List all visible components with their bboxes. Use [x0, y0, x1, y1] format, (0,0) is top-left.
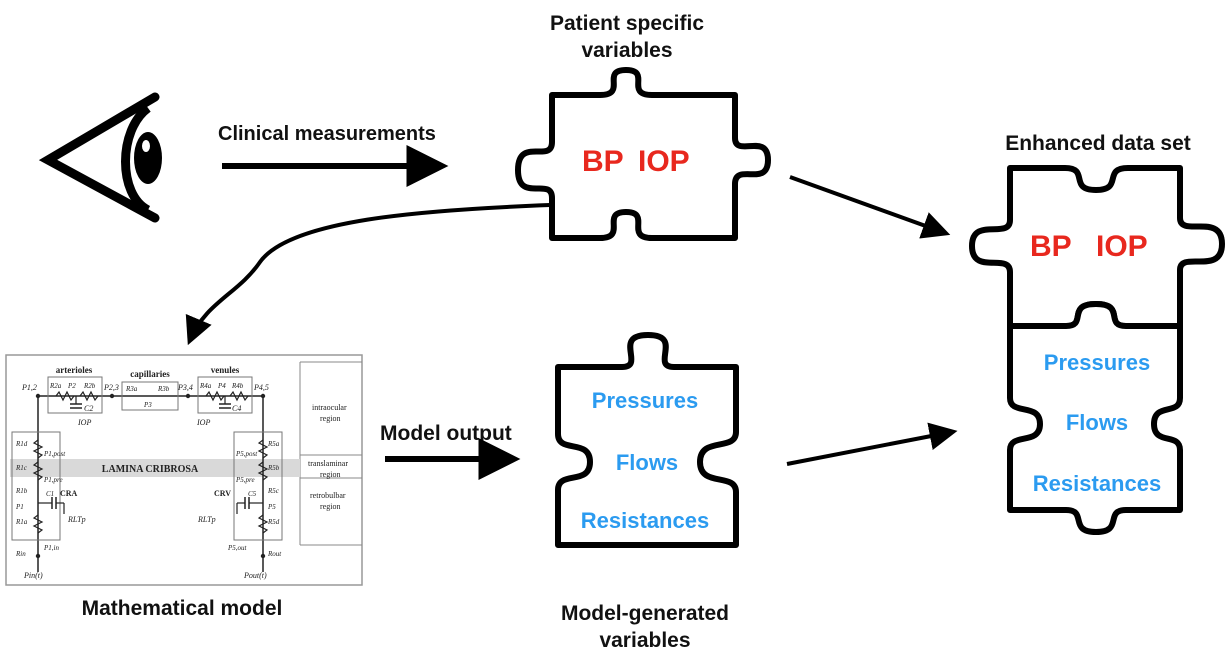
model-resistances-label: Resistances [581, 508, 709, 533]
enhanced-resistances-label: Resistances [1033, 471, 1161, 496]
region-retrobulbar-label: retrobulbar [310, 491, 346, 500]
node-p45-label: P4,5 [253, 383, 269, 392]
enhanced-data-set-title: Enhanced data set [1005, 132, 1191, 155]
p1-label: P1 [15, 503, 24, 511]
to-enhanced-arrow-top [789, 175, 951, 239]
cra-label: CRA [60, 489, 78, 498]
p5post-label: P5,post [235, 450, 258, 458]
p5-label: P5 [267, 503, 276, 511]
r2b-label: R2b [83, 382, 96, 390]
patient-specific-title-line2: variables [581, 39, 672, 62]
model-flows-label: Flows [616, 450, 678, 475]
rltp-right-label: RLTp [197, 515, 216, 524]
enhanced-top-puzzle-piece [969, 165, 1225, 329]
p1in-label: P1,in [43, 544, 59, 552]
r5d-label: R5d [267, 518, 280, 526]
model-pressures-label: Pressures [592, 388, 698, 413]
eye-icon [38, 92, 162, 223]
c4-label: C4 [232, 404, 241, 413]
enhanced-bp-label: BP [1030, 230, 1072, 263]
venules-label: venules [211, 365, 240, 375]
pout-label: Pout(t) [243, 571, 267, 580]
patient-iop-label: IOP [638, 145, 690, 178]
r3a-label: R3a [125, 385, 138, 393]
circuit-diagram: LAMINA CRIBROSA [5, 354, 363, 586]
model-generated-title-line2: variables [599, 629, 690, 652]
region-intraocular-label-2: region [320, 414, 340, 423]
model-puzzle-piece [555, 332, 739, 548]
to-model-curved-arrow [185, 203, 551, 346]
region-translaminar-label: translaminar [308, 459, 348, 468]
clinical-measurements-label: Clinical measurements [218, 123, 436, 145]
p5out-label: P5,out [227, 544, 248, 552]
p3-label: P3 [143, 401, 152, 409]
r1d-label: R1d [15, 440, 28, 448]
model-output-label: Model output [380, 422, 512, 445]
enhanced-pressures-label: Pressures [1044, 350, 1150, 375]
p2-label: P2 [67, 382, 76, 390]
p1post-label: P1,post [43, 450, 66, 458]
rin-label: Rin [15, 550, 26, 558]
to-enhanced-arrow-bottom [786, 422, 958, 466]
circuit-iop-right-label: IOP [196, 418, 210, 427]
enhanced-bottom-puzzle-piece [1007, 301, 1183, 535]
mathematical-model-label: Mathematical model [82, 597, 283, 620]
r3b-label: R3b [157, 385, 170, 393]
lamina-cribrosa-band [10, 459, 300, 477]
lamina-cribrosa-label: LAMINA CRIBROSA [102, 464, 199, 475]
r1b-label: R1b [15, 487, 28, 495]
r2a-label: R2a [49, 382, 62, 390]
p5pre-label: P5,pre [235, 476, 255, 484]
enhanced-flows-label: Flows [1066, 410, 1128, 435]
c1-label: C1 [46, 490, 54, 498]
r1c-label: R1c [15, 464, 28, 472]
node-p23-label: P2,3 [103, 383, 119, 392]
arterioles-label: arterioles [56, 365, 93, 375]
r4b-label: R4b [231, 382, 244, 390]
r4a-label: R4a [199, 382, 212, 390]
r5a-label: R5a [267, 440, 280, 448]
model-generated-title-line1: Model-generated [561, 602, 729, 625]
pin-label: Pin(t) [23, 571, 43, 580]
c5-label: C5 [248, 490, 257, 498]
node-p12-label: P1,2 [21, 383, 37, 392]
patient-specific-title-line1: Patient specific [550, 12, 704, 35]
region-translaminar-label-2: region [320, 470, 340, 479]
patient-bp-label: BP [582, 145, 624, 178]
c2-label: C2 [84, 404, 93, 413]
enhanced-iop-label: IOP [1096, 230, 1148, 263]
p1pre-label: P1,pre [43, 476, 63, 484]
node-p34-label: P3,4 [177, 383, 193, 392]
r1a-label: R1a [15, 518, 28, 526]
capillaries-label: capillaries [130, 369, 170, 379]
region-retrobulbar-label-2: region [320, 502, 340, 511]
patient-puzzle-piece [515, 67, 771, 241]
circuit-iop-left-label: IOP [77, 418, 91, 427]
r5b-label: R5b [267, 464, 280, 472]
region-intraocular-label: intraocular [312, 403, 347, 412]
crv-label: CRV [214, 489, 231, 498]
p4-label: P4 [217, 382, 226, 390]
r5c-label: R5c [267, 487, 280, 495]
rltp-left-label: RLTp [67, 515, 86, 524]
rout-label: Rout [267, 550, 282, 558]
